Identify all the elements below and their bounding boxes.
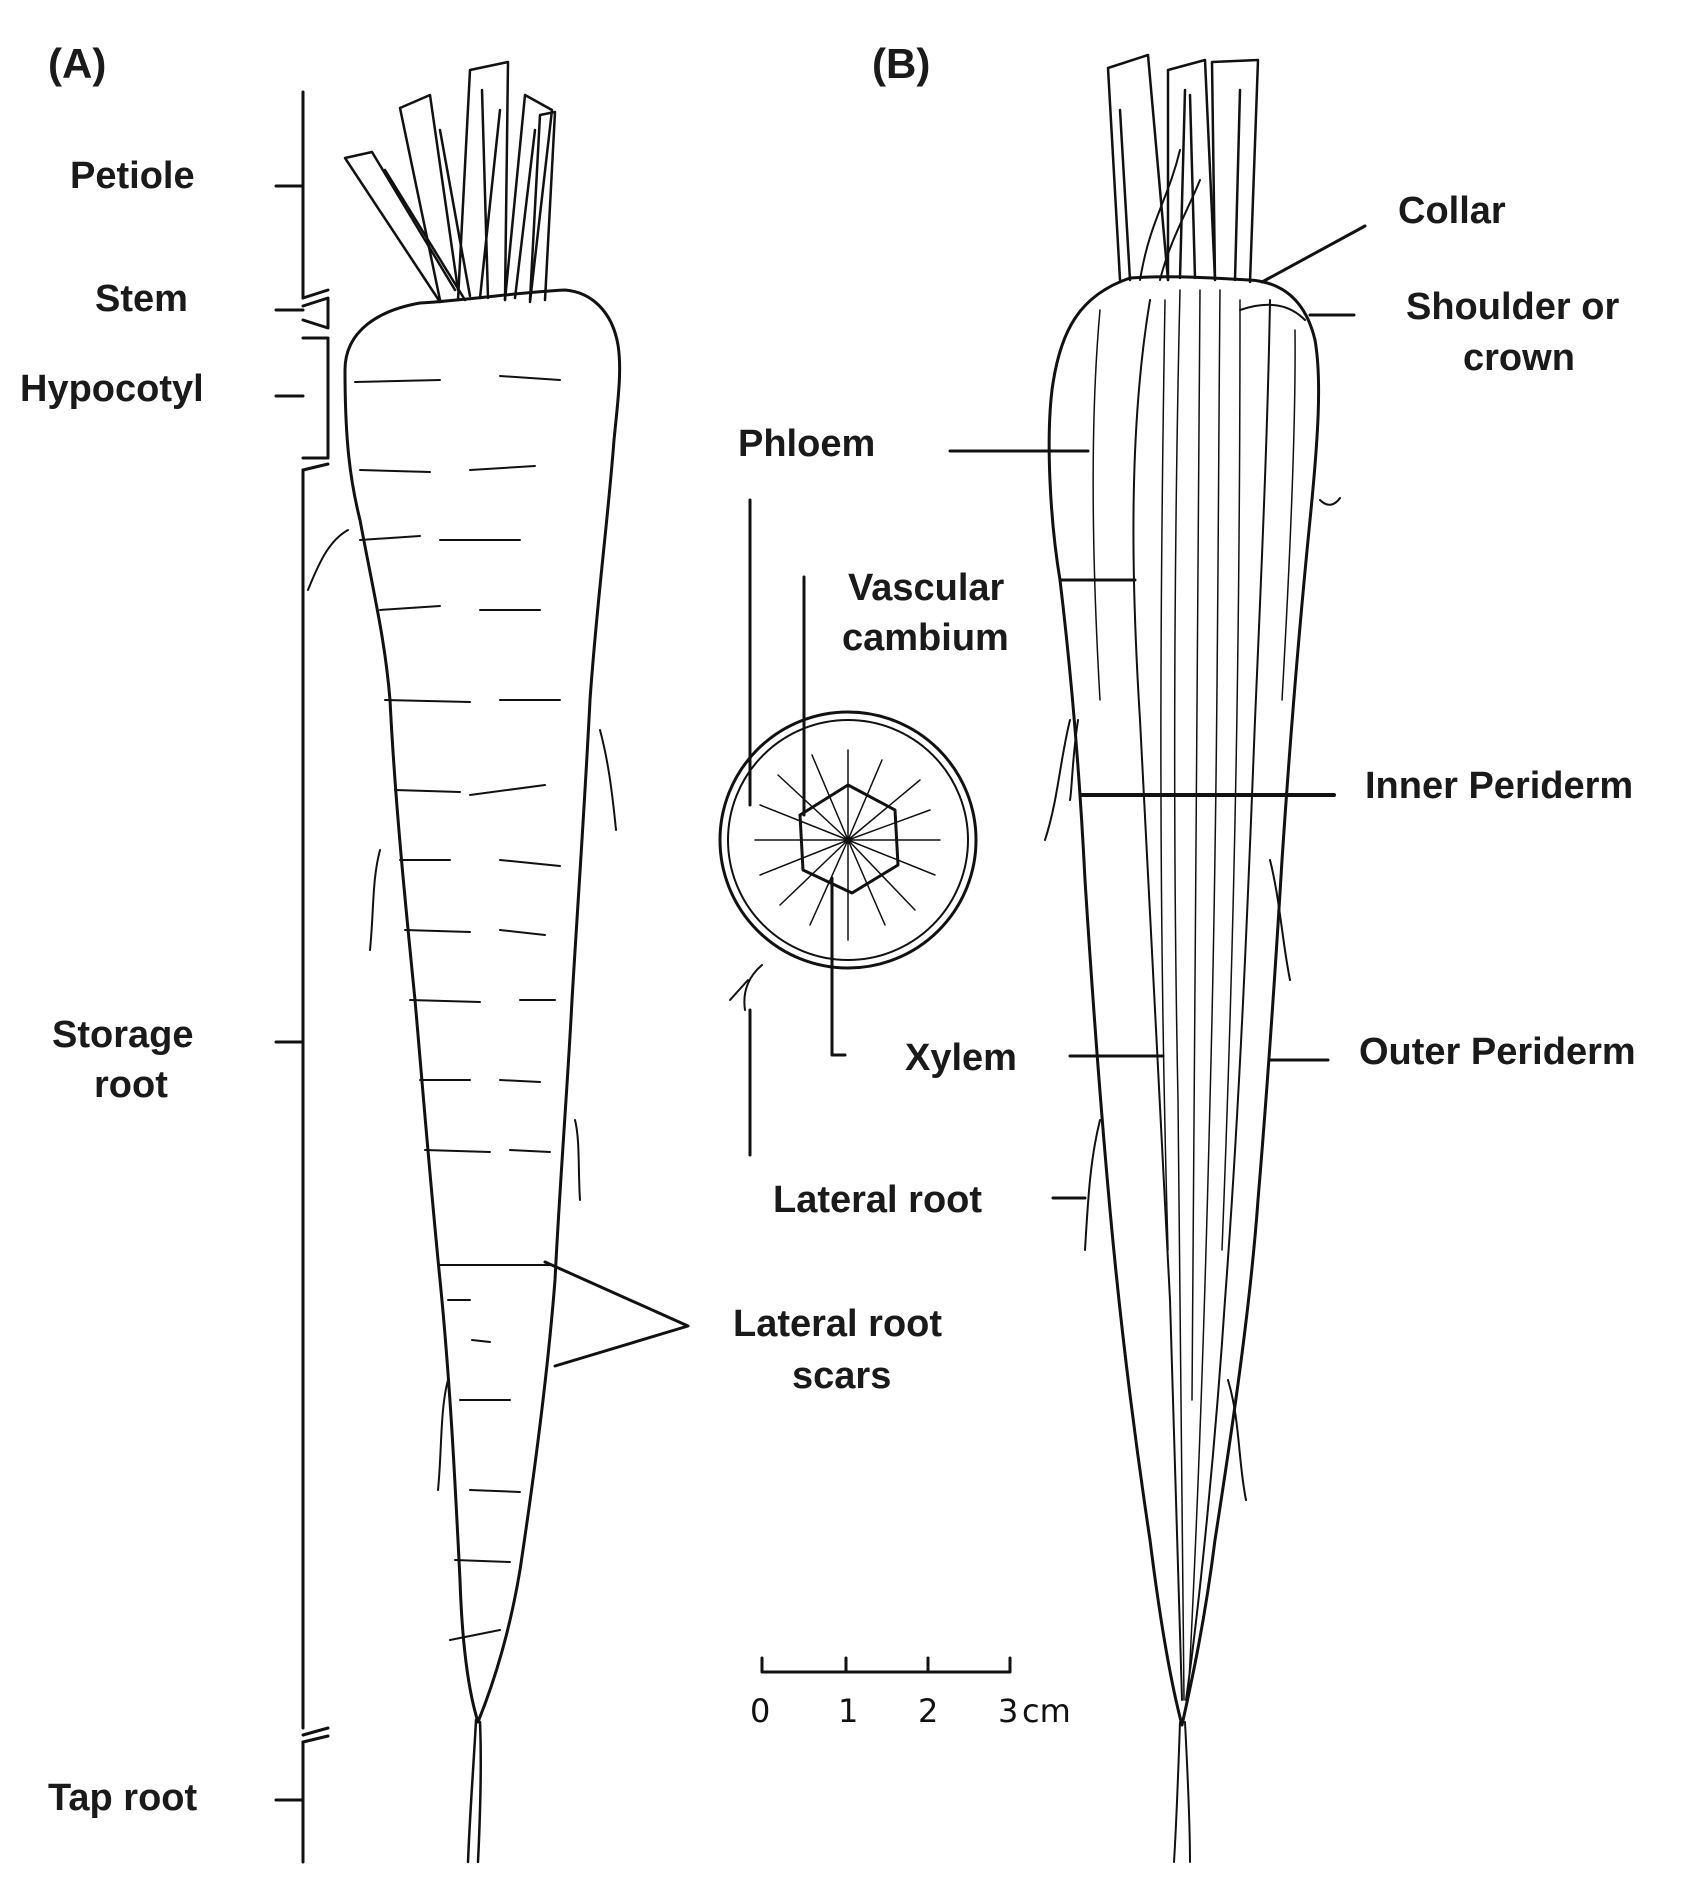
root-cross-section	[718, 710, 978, 1011]
panel-b-leaders	[948, 224, 1367, 1200]
carrot-b-illustration	[1044, 53, 1341, 1863]
collar-label: Collar	[1398, 190, 1506, 232]
shoulder-crown-label-line1: Shoulder or	[1406, 286, 1619, 328]
panel-a-label: (A)	[48, 40, 106, 87]
scale-tick-2: 2	[918, 1692, 938, 1730]
phloem-label: Phloem	[738, 423, 875, 465]
storage-root-label-line2: root	[94, 1064, 168, 1106]
hypocotyl-label: Hypocotyl	[20, 368, 204, 410]
storage-root-label-line1: Storage	[52, 1014, 193, 1056]
stem-label: Stem	[95, 278, 188, 320]
lateral-root-scars-label-line1: Lateral root	[733, 1303, 942, 1345]
shoulder-crown-label-line2: crown	[1463, 337, 1575, 379]
outer-periderm-label: Outer Periderm	[1359, 1031, 1636, 1073]
xylem-label: Xylem	[905, 1037, 1017, 1079]
panel-b-label: (B)	[872, 40, 930, 87]
scale-unit: cm	[1022, 1692, 1071, 1730]
cross-section-leaders	[748, 498, 847, 1157]
vascular-cambium-label-line2: cambium	[842, 617, 1009, 659]
scale-tick-1: 1	[838, 1692, 858, 1730]
scale-bar	[760, 1656, 1012, 1674]
lateral-root-scars-callout	[543, 1260, 690, 1368]
lateral-root-scars-label-line2: scars	[792, 1355, 891, 1397]
panel-a-region-bracket	[274, 90, 330, 1864]
scale-tick-3: 3	[998, 1692, 1018, 1730]
lateral-root-label: Lateral root	[773, 1179, 982, 1221]
inner-periderm-label: Inner Periderm	[1365, 765, 1633, 807]
vascular-cambium-label-line1: Vascular	[848, 567, 1005, 609]
petiole-label: Petiole	[70, 155, 195, 197]
tap-root-label: Tap root	[48, 1777, 198, 1819]
carrot-a-illustration	[307, 60, 622, 1864]
scale-tick-0: 0	[750, 1692, 770, 1730]
